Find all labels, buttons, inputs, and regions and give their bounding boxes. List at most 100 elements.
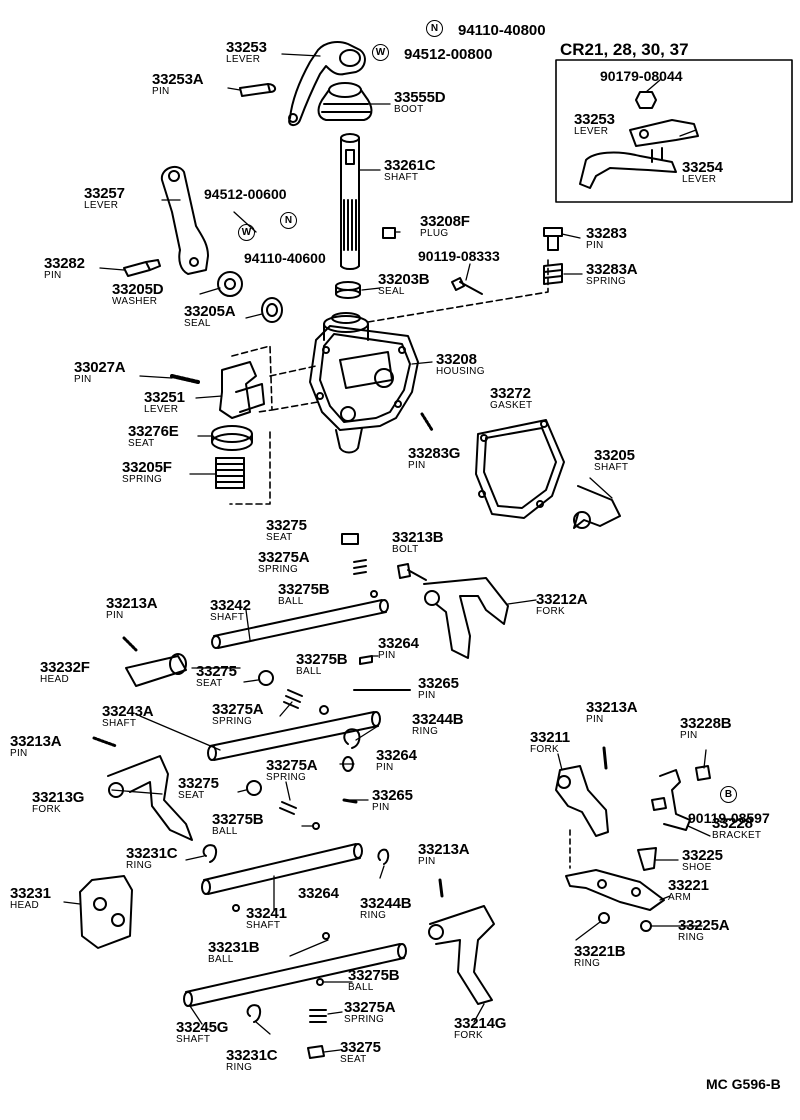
pin-33283 (543, 227, 563, 251)
lever-33257 (160, 165, 209, 275)
part-number: 94110-40600 (244, 250, 326, 266)
n-mark-icon: N (280, 212, 297, 229)
diagram-code: MC G596-B (706, 1076, 781, 1092)
part-number: 94110-40800 (458, 22, 546, 39)
shoe-33225 (637, 847, 657, 871)
dashed-leader (229, 431, 271, 505)
fork-33214g (428, 905, 495, 1005)
lever-33254-inset (579, 147, 677, 189)
seal-33203b (335, 281, 361, 299)
pin-33283g (420, 412, 434, 432)
ball-33275b (319, 705, 329, 715)
boot-33555d (317, 82, 373, 121)
seat-33276e (211, 425, 253, 451)
bracket-33228 (651, 769, 691, 831)
pin-33213a (602, 746, 608, 770)
part-number: 94512-00600 (204, 186, 287, 202)
bolt-90119-08333 (451, 277, 483, 295)
pin-33265 (342, 798, 358, 804)
spring-33275a (279, 801, 297, 815)
shaft-33241 (201, 843, 363, 895)
ball-33231b (232, 904, 240, 912)
nut-90179-08044 (635, 91, 657, 109)
ring-33225a (640, 920, 652, 932)
seat-33275 (258, 670, 274, 686)
ball-33275b (312, 822, 320, 830)
pin-33213a (122, 636, 138, 652)
fork-33212a (423, 577, 509, 659)
head-33231 (79, 875, 133, 949)
pin-33213a (438, 878, 444, 898)
pin-33253a (239, 83, 276, 97)
shaft-33205 (573, 485, 621, 529)
gasket-33272 (475, 419, 565, 519)
part-number: 90119-08597 (688, 810, 770, 826)
seat-33275 (246, 780, 262, 796)
w-mark-icon: W (238, 224, 255, 241)
ring-33244b (377, 848, 390, 865)
shaft-33245g (183, 943, 407, 1007)
ring-33221b (598, 912, 610, 924)
part-label: 33264 (298, 885, 339, 902)
dashed-leader (231, 345, 319, 413)
fork-33211 (555, 765, 609, 837)
washer-33205d (217, 271, 243, 297)
housing-33208 (309, 312, 419, 454)
pin-33213a (92, 736, 118, 748)
bolt-33213b (397, 563, 427, 581)
spring-33275a (353, 559, 367, 575)
part-number: 90119-08333 (418, 248, 500, 264)
leader-lines (63, 53, 711, 1053)
fork-33213g (107, 755, 193, 841)
arm-33221 (565, 869, 665, 911)
pin-33264 (359, 655, 373, 665)
inset-title: CR21, 28, 30, 37 (560, 40, 689, 59)
head-33232f (125, 653, 187, 687)
ball-33275b (316, 978, 324, 986)
ball-33275b (370, 590, 378, 598)
